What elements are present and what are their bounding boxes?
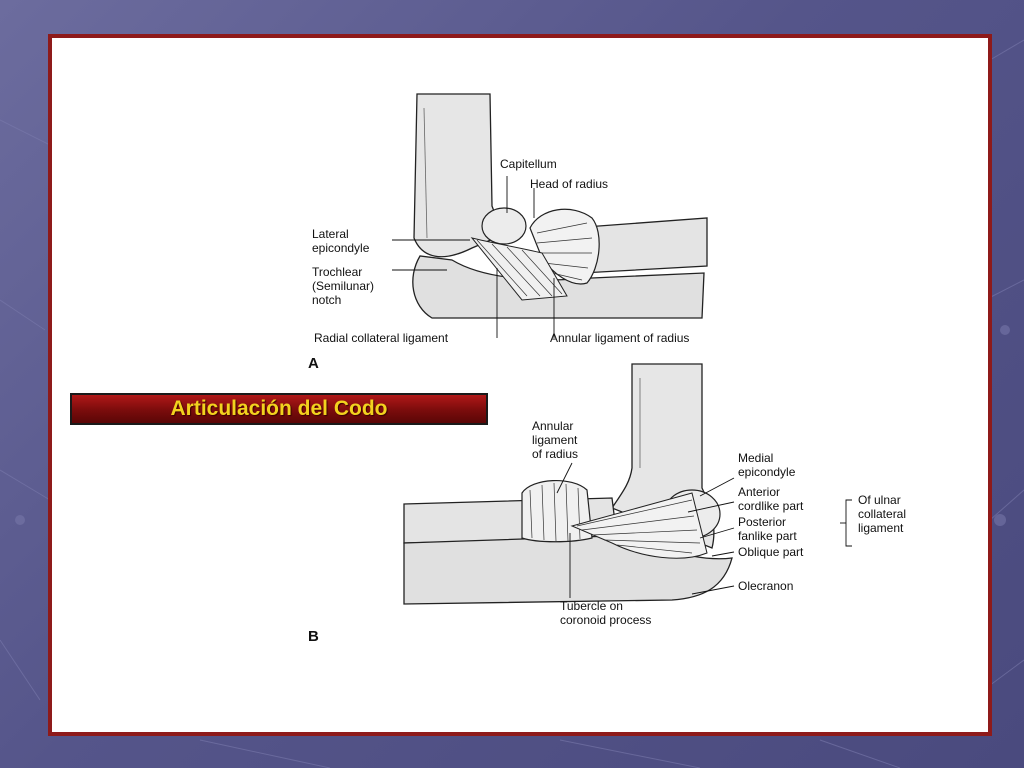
label-trochlear-3: notch: [312, 293, 341, 307]
label-trochlear-2: (Semilunar): [312, 279, 374, 293]
panel-label-a: A: [308, 355, 319, 372]
label-annular-b-3: of radius: [532, 447, 578, 461]
label-ulnar-1: Of ulnar: [858, 493, 901, 507]
label-posterior-2: fanlike part: [738, 529, 797, 543]
label-tubercle-2: coronoid process: [560, 613, 651, 627]
label-head-of-radius: Head of radius: [530, 177, 608, 191]
label-medial-epicondyle-1: Medial: [738, 451, 773, 465]
label-oblique-part: Oblique part: [738, 545, 804, 559]
label-capitellum: Capitellum: [500, 157, 557, 171]
slide-title: Articulación del Codo: [170, 397, 388, 420]
label-lateral-epicondyle-1: Lateral: [312, 227, 349, 241]
capitellum-shape: [481, 207, 527, 245]
label-tubercle-1: Tubercle on: [560, 599, 623, 613]
slide-frame: Capitellum Head of radius Lateral epicon…: [48, 34, 992, 736]
label-anterior-2: cordlike part: [738, 499, 804, 513]
label-ulnar-3: ligament: [858, 521, 904, 535]
radial-collateral-ligament-shape: [470, 237, 568, 301]
label-annular-b-1: Annular: [532, 419, 573, 433]
label-radial-collateral-ligament: Radial collateral ligament: [314, 331, 449, 345]
label-posterior-1: Posterior: [738, 515, 786, 529]
panel-label-b: B: [308, 628, 319, 645]
annular-ligament-b-shape: [521, 479, 593, 543]
label-trochlear-1: Trochlear: [312, 265, 362, 279]
label-annular-ligament-a: Annular ligament of radius: [550, 331, 689, 345]
label-medial-epicondyle-2: epicondyle: [738, 465, 796, 479]
title-banner: Articulación del Codo: [70, 393, 488, 425]
diagram-b: Annular ligament of radius Medial epicon…: [308, 363, 906, 645]
label-ulnar-2: collateral: [858, 507, 906, 521]
head-of-radius-shape: [529, 208, 600, 285]
elbow-anatomy-figure: Capitellum Head of radius Lateral epicon…: [308, 93, 906, 645]
label-lateral-epicondyle-2: epicondyle: [312, 241, 370, 255]
label-anterior-1: Anterior: [738, 485, 780, 499]
label-annular-b-2: ligament: [532, 433, 578, 447]
diagram-a: Capitellum Head of radius Lateral epicon…: [308, 93, 708, 372]
label-olecranon: Olecranon: [738, 579, 793, 593]
